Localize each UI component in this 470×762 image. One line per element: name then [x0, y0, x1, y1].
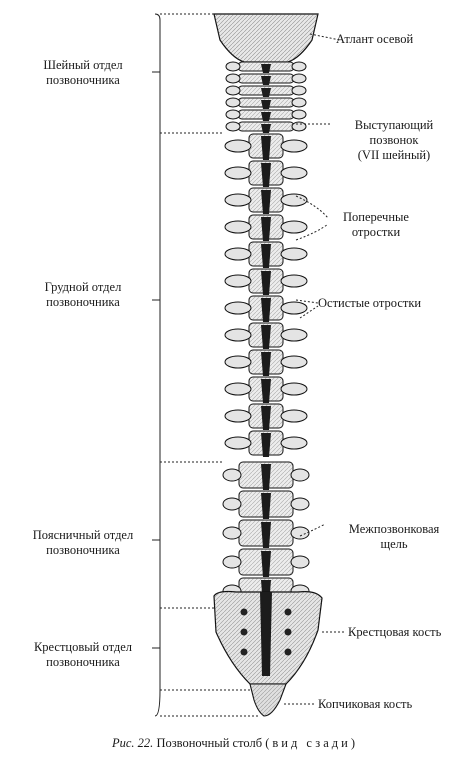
- label-spinous-processes: Остистые отростки: [318, 296, 422, 310]
- figure-number: Рис. 22.: [112, 736, 154, 750]
- region-label-line1: Грудной отдел: [44, 280, 122, 294]
- label-atlas: Атлант осевой: [336, 32, 414, 46]
- label-prominent-vertebra: Выступающий позвонок (VII шейный): [330, 118, 458, 163]
- label-line: позвонок: [369, 133, 419, 147]
- figure-view: (вид сзади): [265, 736, 358, 750]
- figure-title: Позвоночный столб: [156, 736, 263, 750]
- label-line: (VII шейный): [357, 148, 431, 162]
- label-sacrum: Крестцовая кость: [348, 625, 442, 639]
- label-intervertebral-gap: Межпозвонковая щель: [328, 522, 460, 552]
- label-line: Поперечные: [343, 210, 409, 224]
- label-line: Выступающий: [354, 118, 434, 132]
- region-label-line1: Шейный отдел: [43, 58, 123, 72]
- region-brace: [152, 13, 161, 717]
- region-label-line2: позвоночника: [46, 73, 120, 87]
- region-label-line2: позвоночника: [46, 295, 120, 309]
- region-label-line1: Поясничный отдел: [32, 528, 134, 542]
- pointer-lines: [284, 33, 346, 705]
- region-label-lumbar: Поясничный отдел позвоночника: [8, 528, 158, 558]
- label-line: отростки: [351, 225, 401, 239]
- region-label-thoracic: Грудной отдел позвоночника: [8, 280, 158, 310]
- label-line: щель: [380, 537, 408, 551]
- vertebral-column-drawing: [213, 13, 323, 717]
- label-coccyx: Копчиковая кость: [318, 697, 413, 711]
- region-label-line2: позвоночника: [46, 655, 120, 669]
- figure-caption: Рис. 22. Позвоночный столб (вид сзади): [0, 736, 470, 751]
- level-lines: [160, 13, 260, 717]
- region-label-sacral: Крестцовый отдел позвоночника: [8, 640, 158, 670]
- region-label-line2: позвоночника: [46, 543, 120, 557]
- region-label-line1: Крестцовый отдел: [33, 640, 133, 654]
- label-transverse-processes: Поперечные отростки: [326, 210, 426, 240]
- region-label-cervical: Шейный отдел позвоночника: [8, 58, 158, 88]
- label-line: Межпозвонковая: [348, 522, 440, 536]
